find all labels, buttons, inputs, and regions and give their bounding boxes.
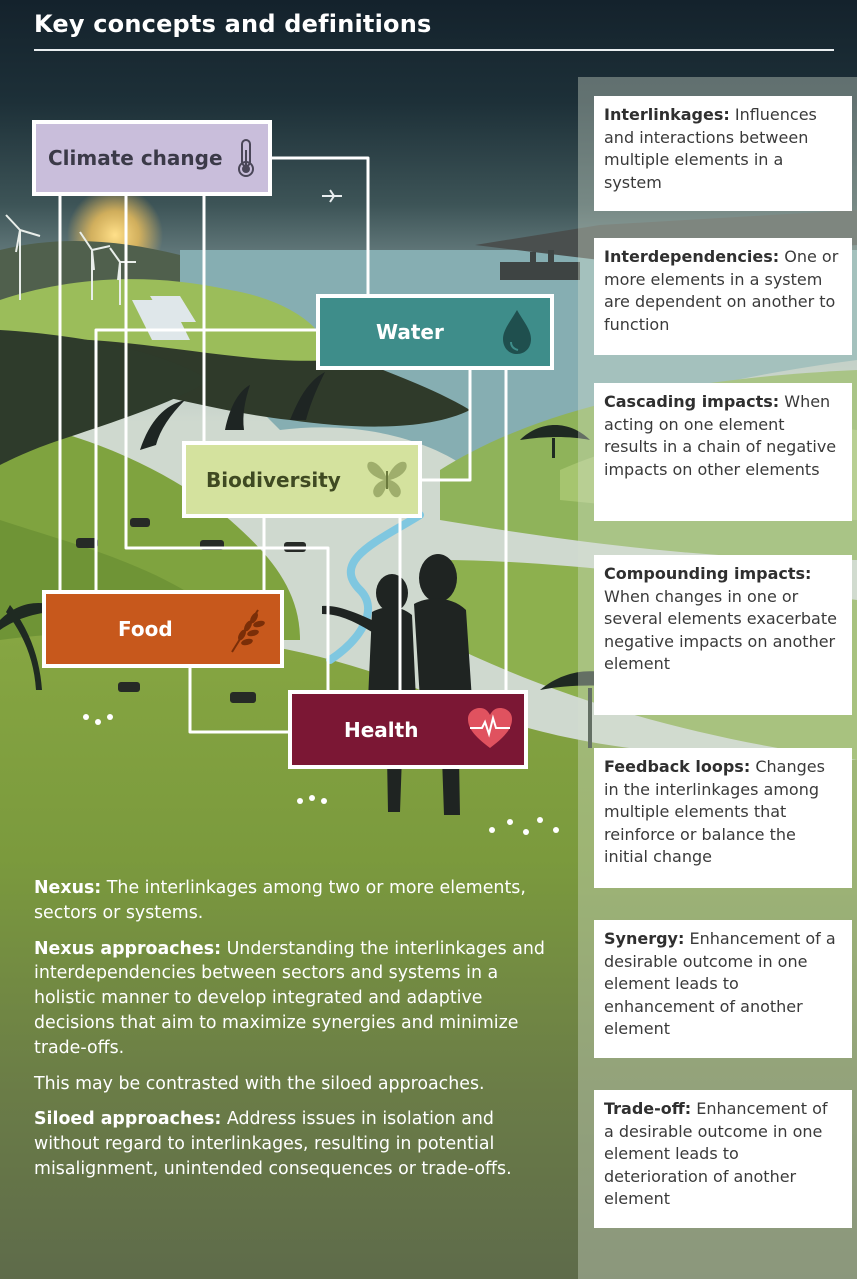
title-divider bbox=[34, 49, 834, 51]
definition-card-cascading-impacts: Cascading impacts: When acting on one el… bbox=[594, 383, 852, 521]
biodiversity-node: Biodiversity bbox=[182, 441, 422, 518]
climate-change-node: Climate change bbox=[32, 120, 272, 196]
climate-change-label: Climate change bbox=[48, 146, 223, 170]
definition-text: Enhancement of a desirable outcome in on… bbox=[604, 1099, 828, 1208]
definition-text: Influences and interactions between mult… bbox=[604, 105, 817, 192]
contrast-note: This may be contrasted with the siloed a… bbox=[34, 1073, 485, 1094]
butterfly-icon bbox=[367, 461, 407, 498]
wheat-icon bbox=[231, 609, 265, 653]
heart-pulse-icon bbox=[468, 708, 512, 748]
definition-card-interlinkages: Interlinkages: Influences and interactio… bbox=[594, 96, 852, 211]
page-title: Key concepts and definitions bbox=[34, 10, 432, 38]
definition-card-interdependencies: Interdependencies: One or more elements … bbox=[594, 238, 852, 355]
definition-term: Interdependencies: bbox=[604, 247, 780, 266]
food-label: Food bbox=[118, 617, 173, 641]
definition-text: Changes in the interlinkages among multi… bbox=[604, 757, 825, 866]
definition-text: When acting on one element results in a … bbox=[604, 392, 837, 479]
siloed-approaches-text: Address issues in isolation and without … bbox=[34, 1109, 512, 1179]
definition-term: Compounding impacts: bbox=[604, 564, 812, 583]
definition-card-trade-off: Trade-off: Enhancement of a desirable ou… bbox=[594, 1090, 852, 1228]
thermometer-icon bbox=[238, 139, 254, 177]
definition-card-synergy: Synergy: Enhancement of a desirable outc… bbox=[594, 920, 852, 1058]
nexus-approaches-definition: Nexus approaches: Understanding the inte… bbox=[34, 937, 564, 1061]
definition-term: Trade-off: bbox=[604, 1099, 692, 1118]
definition-term: Synergy: bbox=[604, 929, 685, 948]
definition-term: Interlinkages: bbox=[604, 105, 730, 124]
siloed-approaches-definition: Siloed approaches: Address issues in iso… bbox=[34, 1107, 564, 1181]
definition-term: Cascading impacts: bbox=[604, 392, 780, 411]
water-drop-icon bbox=[503, 310, 531, 354]
definition-card-compounding-impacts: Compounding impacts: When changes in one… bbox=[594, 555, 852, 715]
definition-text: One or more elements in a system are dep… bbox=[604, 247, 839, 334]
health-label: Health bbox=[344, 717, 419, 742]
water-label: Water bbox=[376, 320, 444, 344]
siloed-approaches-term: Siloed approaches: bbox=[34, 1109, 222, 1130]
nexus-approaches-term: Nexus approaches: bbox=[34, 938, 222, 959]
definition-term: Feedback loops: bbox=[604, 757, 751, 776]
biodiversity-label: Biodiversity bbox=[206, 467, 341, 492]
definition-card-feedback-loops: Feedback loops: Changes in the interlink… bbox=[594, 748, 852, 888]
food-node: Food bbox=[42, 590, 284, 668]
health-node: Health bbox=[288, 690, 528, 769]
nexus-text: The interlinkages among two or more elem… bbox=[34, 878, 526, 923]
nexus-definition: Nexus: The interlinkages among two or mo… bbox=[34, 876, 564, 926]
nexus-approaches-text: Understanding the interlinkages and inte… bbox=[34, 938, 545, 1058]
definition-text: Enhancement of a desirable outcome in on… bbox=[604, 929, 836, 1038]
nexus-term: Nexus: bbox=[34, 878, 102, 898]
water-node: Water bbox=[316, 294, 554, 370]
nexus-notes: Nexus: The interlinkages among two or mo… bbox=[34, 876, 564, 1193]
definition-text: When changes in one or several elements … bbox=[604, 586, 837, 674]
